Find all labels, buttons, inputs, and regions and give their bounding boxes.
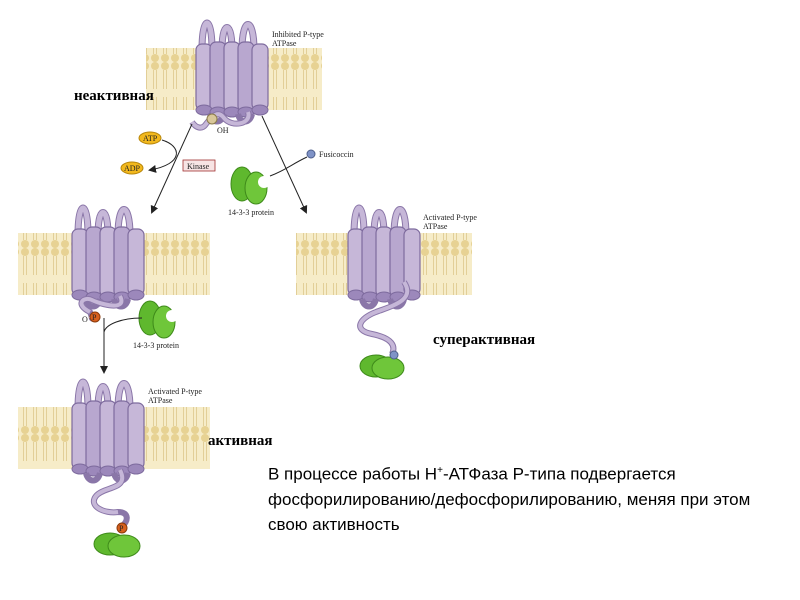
p-label-1: P: [92, 313, 97, 322]
atp-badge: [138, 131, 162, 145]
activated-title-right-2: ATPase: [423, 222, 448, 231]
atp-adp-arrow: [148, 139, 177, 173]
caption-superscript: +: [437, 465, 443, 476]
caption-text: В процессе работы Н+-АТФаза Р-типа подве…: [268, 458, 788, 537]
label-inactive: неактивная: [74, 88, 154, 104]
fusicoccin-icon: [306, 149, 316, 159]
adp-badge: [120, 161, 144, 175]
inhibited-pump: [196, 23, 268, 122]
caption-part2: -АТФаза Р-типа подвергается фосфорилиров…: [268, 464, 751, 534]
fusicoccin-label: Fusicoccin: [319, 150, 354, 159]
activated-title-right-1: Activated P-type: [423, 213, 477, 222]
oh-label: OH: [217, 126, 229, 135]
phosphate-icon: [89, 311, 101, 323]
activated-title-left-2: ATPase: [148, 396, 173, 405]
arrow-to-superactive: [261, 115, 308, 214]
p-label-2: P: [119, 524, 124, 533]
label-active: активная: [208, 433, 273, 449]
kinase-label: Kinase: [187, 162, 210, 171]
activated-title-left-1: Activated P-type: [148, 387, 202, 396]
adp-label: ADP: [124, 164, 141, 173]
phosphate-icon-2: [116, 522, 128, 534]
o-label-1: O: [82, 315, 88, 324]
protein-1433-label-a: 14-3-3 protein: [228, 208, 274, 217]
binding-arrow-2: [103, 317, 143, 333]
kinase-box: [182, 159, 216, 172]
atp-label: ATP: [143, 134, 158, 143]
protein-1433-label-b: 14-3-3 protein: [133, 341, 179, 350]
fusicoccin-bound-icon: [389, 350, 399, 360]
caption-part1: В процессе работы Н: [268, 464, 438, 484]
green-1433-protein-icon-2: [138, 300, 179, 339]
inhibited-title-1: Inhibited P-type: [272, 30, 324, 39]
green-1433-protein-icon: [230, 166, 271, 205]
arrow-to-active: [150, 123, 193, 214]
label-superactive: суперактивная: [433, 332, 536, 348]
inhibited-title-2: ATPase: [272, 39, 297, 48]
binding-arrow: [269, 156, 308, 177]
active-pump: [72, 382, 144, 481]
oh-group-icon: [206, 113, 218, 125]
phosphorylated-pump: [72, 208, 144, 307]
